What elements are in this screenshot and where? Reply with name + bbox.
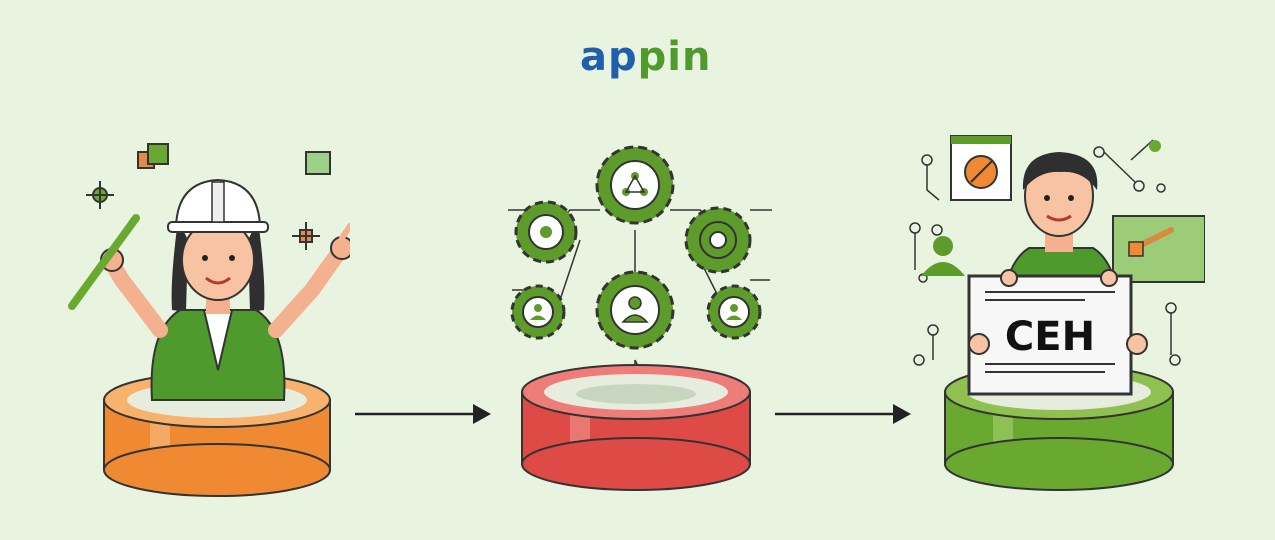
gear-network-center-icon [595, 145, 675, 225]
crosshair-icon [292, 222, 320, 250]
stage-1-engineer [68, 143, 350, 497]
certificate-text: CEH [1005, 314, 1095, 360]
deco-square-light [305, 151, 331, 175]
gear-target-icon [684, 206, 752, 274]
person-silhouette-icon [921, 236, 965, 276]
crosshair-icon [86, 181, 114, 209]
hacker-tool-panel [950, 135, 1012, 201]
arrow-right-icon [355, 404, 491, 424]
circuit-nodes [909, 139, 1181, 366]
gear-bug-icon [514, 200, 578, 264]
logo-part-a: ap [580, 34, 638, 80]
gear-user-right-icon [706, 284, 762, 340]
stage-3-certified-professional: CEH [909, 135, 1205, 491]
logo-part-b: pin [637, 34, 712, 80]
ceh-certificate: CEH [967, 269, 1148, 396]
node-dot-icon [1149, 140, 1161, 152]
deco-square-green [147, 143, 169, 165]
engineer-figure [68, 178, 350, 401]
appin-logo: appin [580, 34, 711, 80]
gear-user-center-icon [595, 270, 675, 350]
pencil-icon [68, 214, 140, 310]
gear-user-left-icon [510, 284, 566, 340]
stage-2-gear-network [508, 145, 772, 491]
key-panel-icon [1112, 215, 1205, 283]
arrow-right-icon [775, 404, 911, 424]
red-base-platform [521, 364, 751, 491]
